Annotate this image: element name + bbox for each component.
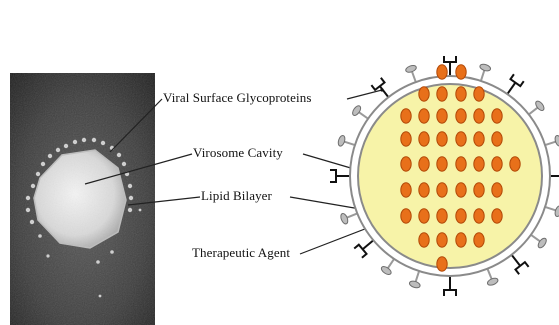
therapeutic-agent-particle	[419, 157, 429, 171]
therapeutic-agent-particle	[437, 233, 447, 247]
therapeutic-agent-particle	[401, 132, 411, 146]
glycoprotein-fork	[550, 170, 559, 182]
therapeutic-agent-particle	[419, 109, 429, 123]
virosome-diagram	[330, 56, 559, 296]
therapeutic-agent-particle	[474, 157, 484, 171]
therapeutic-agent-particle	[456, 157, 466, 171]
therapeutic-agent-particle	[474, 87, 484, 101]
therapeutic-agent-particle	[437, 65, 447, 79]
glycoprotein-fork	[330, 170, 350, 182]
therapeutic-agent-particle	[401, 183, 411, 197]
therapeutic-agent-particle	[419, 183, 429, 197]
therapeutic-agent-particle	[437, 257, 447, 271]
therapeutic-agent-particle	[492, 183, 502, 197]
therapeutic-agent-particle	[401, 157, 411, 171]
therapeutic-agent-particle	[474, 132, 484, 146]
therapeutic-agent-particle	[437, 183, 447, 197]
micrograph-photo	[10, 73, 155, 325]
therapeutic-agent-particle	[456, 87, 466, 101]
therapeutic-agent-particle	[492, 109, 502, 123]
therapeutic-agent-particle	[437, 157, 447, 171]
therapeutic-agent-particle	[437, 132, 447, 146]
therapeutic-agent-particle	[492, 209, 502, 223]
label-therapeutic-agent: Therapeutic Agent	[192, 245, 290, 261]
therapeutic-agent-particle	[401, 109, 411, 123]
therapeutic-agent-particle	[474, 233, 484, 247]
therapeutic-agent-particle	[474, 183, 484, 197]
glycoprotein-fork	[444, 276, 456, 296]
label-viral-surface-glycoproteins: Viral Surface Glycoproteins	[163, 90, 311, 106]
therapeutic-agent-particle	[510, 157, 520, 171]
virosome-cavity	[358, 84, 542, 268]
therapeutic-agent-particle	[456, 132, 466, 146]
therapeutic-agent-particle	[456, 209, 466, 223]
therapeutic-agent-particle	[492, 157, 502, 171]
therapeutic-agent-particle	[437, 109, 447, 123]
therapeutic-agent-particle	[456, 183, 466, 197]
therapeutic-agent-particle	[437, 209, 447, 223]
leader-glycoproteins-diagram	[347, 90, 382, 99]
therapeutic-agent-particle	[419, 132, 429, 146]
therapeutic-agent-particle	[492, 132, 502, 146]
therapeutic-agent-particle	[456, 65, 466, 79]
therapeutic-agent-particle	[419, 209, 429, 223]
therapeutic-agent-particle	[419, 87, 429, 101]
therapeutic-agent-particle	[419, 233, 429, 247]
therapeutic-agent-particle	[456, 109, 466, 123]
leader-marker	[380, 88, 383, 91]
therapeutic-agent-particle	[456, 233, 466, 247]
therapeutic-agent-particle	[437, 87, 447, 101]
therapeutic-agent-particle	[474, 209, 484, 223]
therapeutic-agent-particle	[474, 109, 484, 123]
label-lipid-bilayer: Lipid Bilayer	[201, 188, 272, 204]
label-virosome-cavity: Virosome Cavity	[193, 145, 283, 161]
therapeutic-agent-particle	[401, 209, 411, 223]
